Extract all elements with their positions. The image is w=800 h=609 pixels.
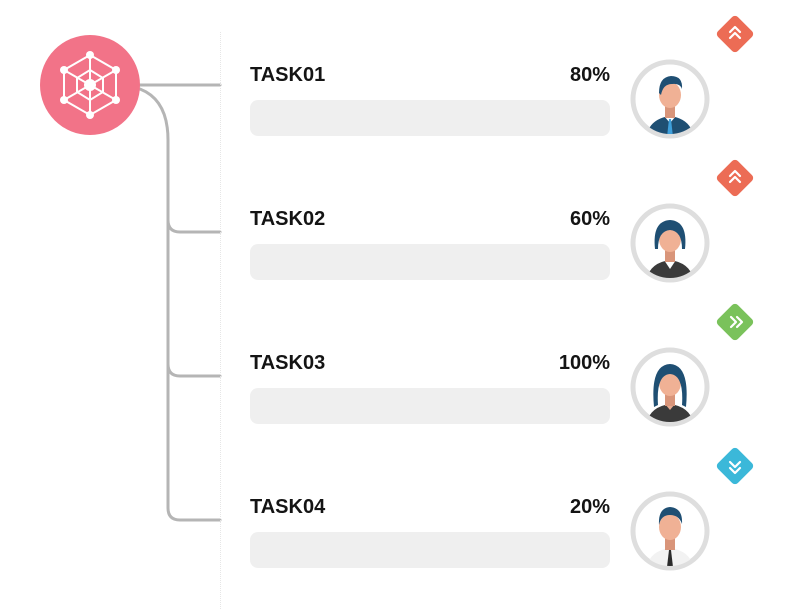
task-percent: 80%: [569, 64, 610, 86]
double-chevron-up-icon: [728, 25, 742, 40]
network-hub-icon: [60, 51, 120, 119]
task-label: TASK04: [250, 496, 326, 518]
double-chevron-right-icon: [729, 315, 744, 329]
task-label: TASK03: [250, 352, 326, 374]
connector-main-line: [138, 83, 222, 522]
assignee-avatar[interactable]: [630, 491, 710, 571]
task-progress-bar: [250, 244, 610, 280]
connector-tree: [138, 83, 222, 522]
task-label: TASK02: [250, 208, 326, 230]
task-row[interactable]: TASK02 60%: [220, 158, 800, 321]
task-progress-bar: [250, 388, 610, 424]
task-percent: 20%: [569, 496, 610, 518]
man-shirt-tie-avatar: [630, 491, 710, 571]
task-percent: 60%: [569, 208, 610, 230]
task-progress-fill: [250, 244, 466, 280]
task-progress-bar: [250, 532, 610, 568]
priority-badge[interactable]: [715, 302, 755, 342]
task-progress-fill: [250, 388, 610, 424]
assignee-avatar[interactable]: [630, 203, 710, 283]
priority-badge[interactable]: [715, 446, 755, 486]
network-hub: [40, 35, 140, 135]
row-divider: [220, 464, 221, 609]
priority-badge[interactable]: [715, 14, 755, 54]
task-row[interactable]: TASK04 20%: [220, 446, 800, 609]
row-divider: [220, 32, 221, 177]
task-progress-fill: [250, 100, 538, 136]
man-suit-avatar: [630, 59, 710, 139]
row-divider: [220, 320, 221, 465]
woman-short-hair-avatar: [630, 203, 710, 283]
double-chevron-up-icon: [728, 169, 742, 184]
priority-badge[interactable]: [715, 158, 755, 198]
assignee-avatar[interactable]: [630, 347, 710, 427]
task-progress-bar: [250, 100, 610, 136]
row-divider: [220, 176, 221, 321]
task-percent: 100%: [558, 352, 610, 374]
woman-long-hair-avatar: [630, 347, 710, 427]
task-progress-fill: [250, 532, 322, 568]
double-chevron-down-icon: [728, 460, 742, 475]
task-label: TASK01: [250, 64, 326, 86]
task-row[interactable]: TASK03 100%: [220, 302, 800, 465]
assignee-avatar[interactable]: [630, 59, 710, 139]
task-row[interactable]: TASK01 80%: [220, 14, 800, 177]
